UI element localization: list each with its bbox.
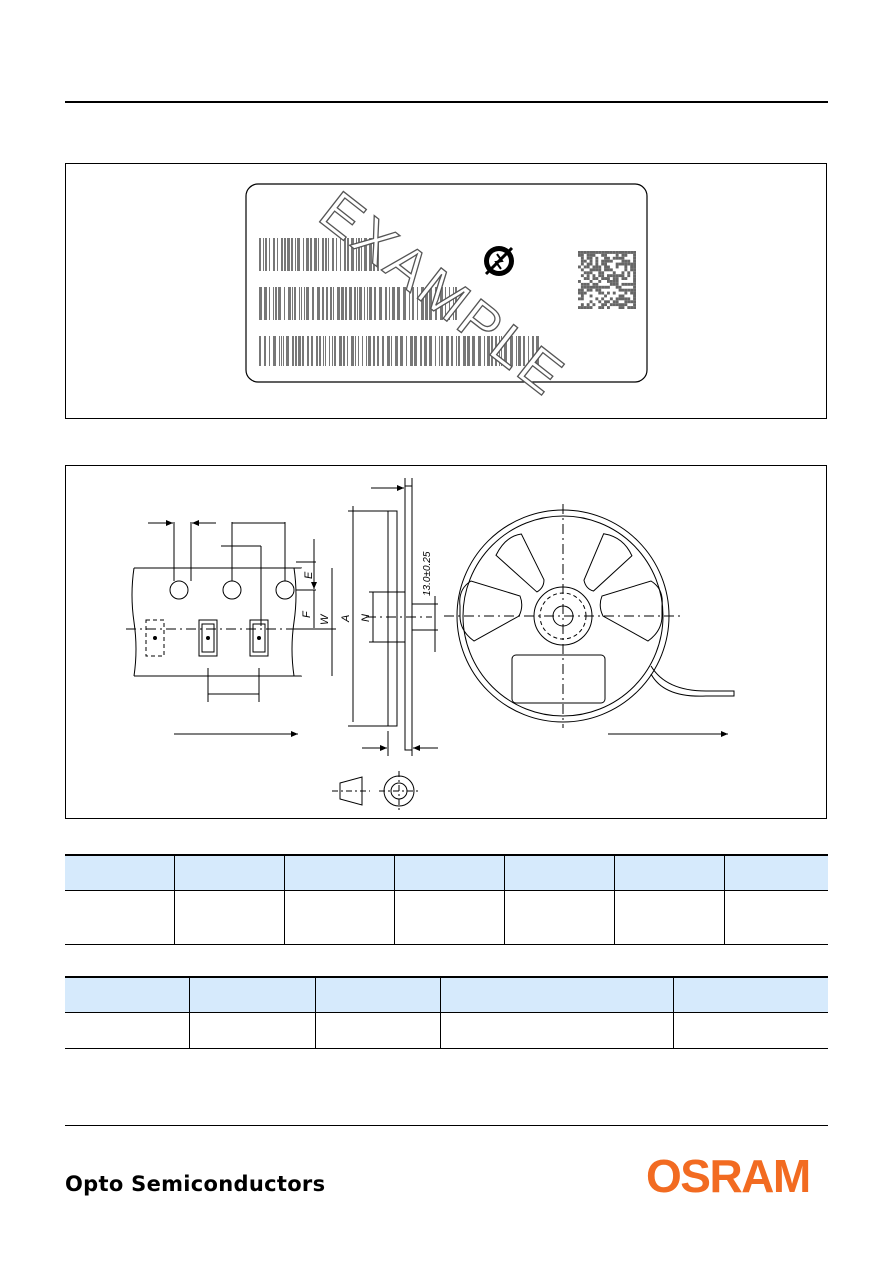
dim-label-f: F <box>301 610 313 618</box>
table-cell <box>504 890 615 945</box>
table-header-cell <box>440 976 674 1013</box>
table-header-cell <box>284 854 395 891</box>
footer-rule <box>65 1125 828 1126</box>
hub-detail-views <box>332 771 419 811</box>
table-header-cell <box>673 976 828 1013</box>
table-header-cell <box>394 854 505 891</box>
label-example-box: EXAMPLE <box>65 163 827 419</box>
data-matrix-code <box>578 251 636 309</box>
barcode-1 <box>259 238 379 271</box>
reel-side-view <box>348 478 438 756</box>
label-drawing: EXAMPLE <box>245 178 648 409</box>
table-header-cell <box>65 976 190 1013</box>
table-header-row <box>65 854 828 891</box>
barcode-2 <box>259 287 457 320</box>
table-cell <box>614 890 725 945</box>
dim-label-w: W <box>319 613 331 625</box>
carrier-tape <box>126 520 336 737</box>
tape-reel-drawing: E F W A N 13.0±0.25 <box>126 478 735 811</box>
table-header-cell <box>174 854 285 891</box>
esd-sensitive-icon <box>484 246 514 276</box>
table-header-row <box>65 976 828 1013</box>
table-cell <box>673 1012 828 1049</box>
barcode-3 <box>259 336 539 366</box>
dim-label-a: A <box>340 615 352 623</box>
spec-table-2 <box>65 976 828 1049</box>
table-cell <box>440 1012 674 1049</box>
table-cell <box>394 890 505 945</box>
osram-logo: OSRAM <box>646 1150 811 1202</box>
table-header-cell <box>614 854 725 891</box>
table-header-cell <box>65 854 175 891</box>
table-header-cell <box>724 854 828 891</box>
header-rule <box>65 101 828 103</box>
table-cell <box>315 1012 441 1049</box>
table-cell <box>174 890 285 945</box>
table-cell <box>189 1012 316 1049</box>
dim-label-hub: 13.0±0.25 <box>422 551 433 596</box>
table-cell <box>284 890 395 945</box>
table-row <box>65 890 828 945</box>
table-row <box>65 1012 828 1049</box>
dim-label-n: N <box>360 614 372 622</box>
company-name: Opto Semiconductors <box>65 1172 326 1196</box>
dim-label-e: E <box>303 571 315 579</box>
table-cell <box>65 1012 190 1049</box>
table-cell <box>65 890 175 945</box>
table-header-cell <box>504 854 615 891</box>
table-cell <box>724 890 828 945</box>
reel-front-view <box>444 504 735 737</box>
table-header-cell <box>315 976 441 1013</box>
tape-reel-drawing-box: E F W A N 13.0±0.25 <box>65 465 827 819</box>
table-header-cell <box>189 976 316 1013</box>
spec-table-1 <box>65 854 828 945</box>
